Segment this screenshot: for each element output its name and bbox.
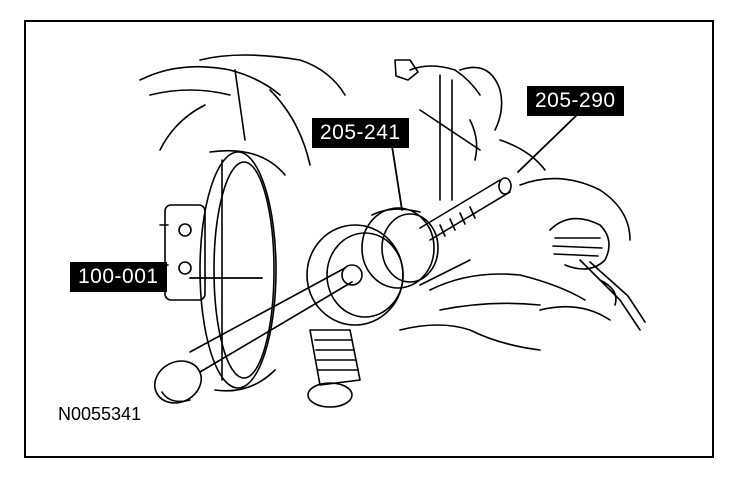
slide-hammer-tool [154,267,353,404]
strut-assembly [394,59,546,201]
callout-tool-205-241: 205-241 [312,118,409,148]
wheel-hub [159,204,206,301]
axle-spline [307,329,361,408]
control-arm [399,259,586,351]
brake-rotor [199,149,286,392]
figure-id: N0055341 [58,404,142,424]
adapter-cup [361,207,439,289]
leader-lines [189,111,581,279]
callout-tool-205-290: 205-290 [527,86,624,116]
puller-cup [306,224,404,326]
callout-tool-100-001: 100-001 [70,262,167,292]
fender-outline [139,54,346,166]
cv-joint [519,177,646,331]
forcing-screw-tool [419,177,512,241]
